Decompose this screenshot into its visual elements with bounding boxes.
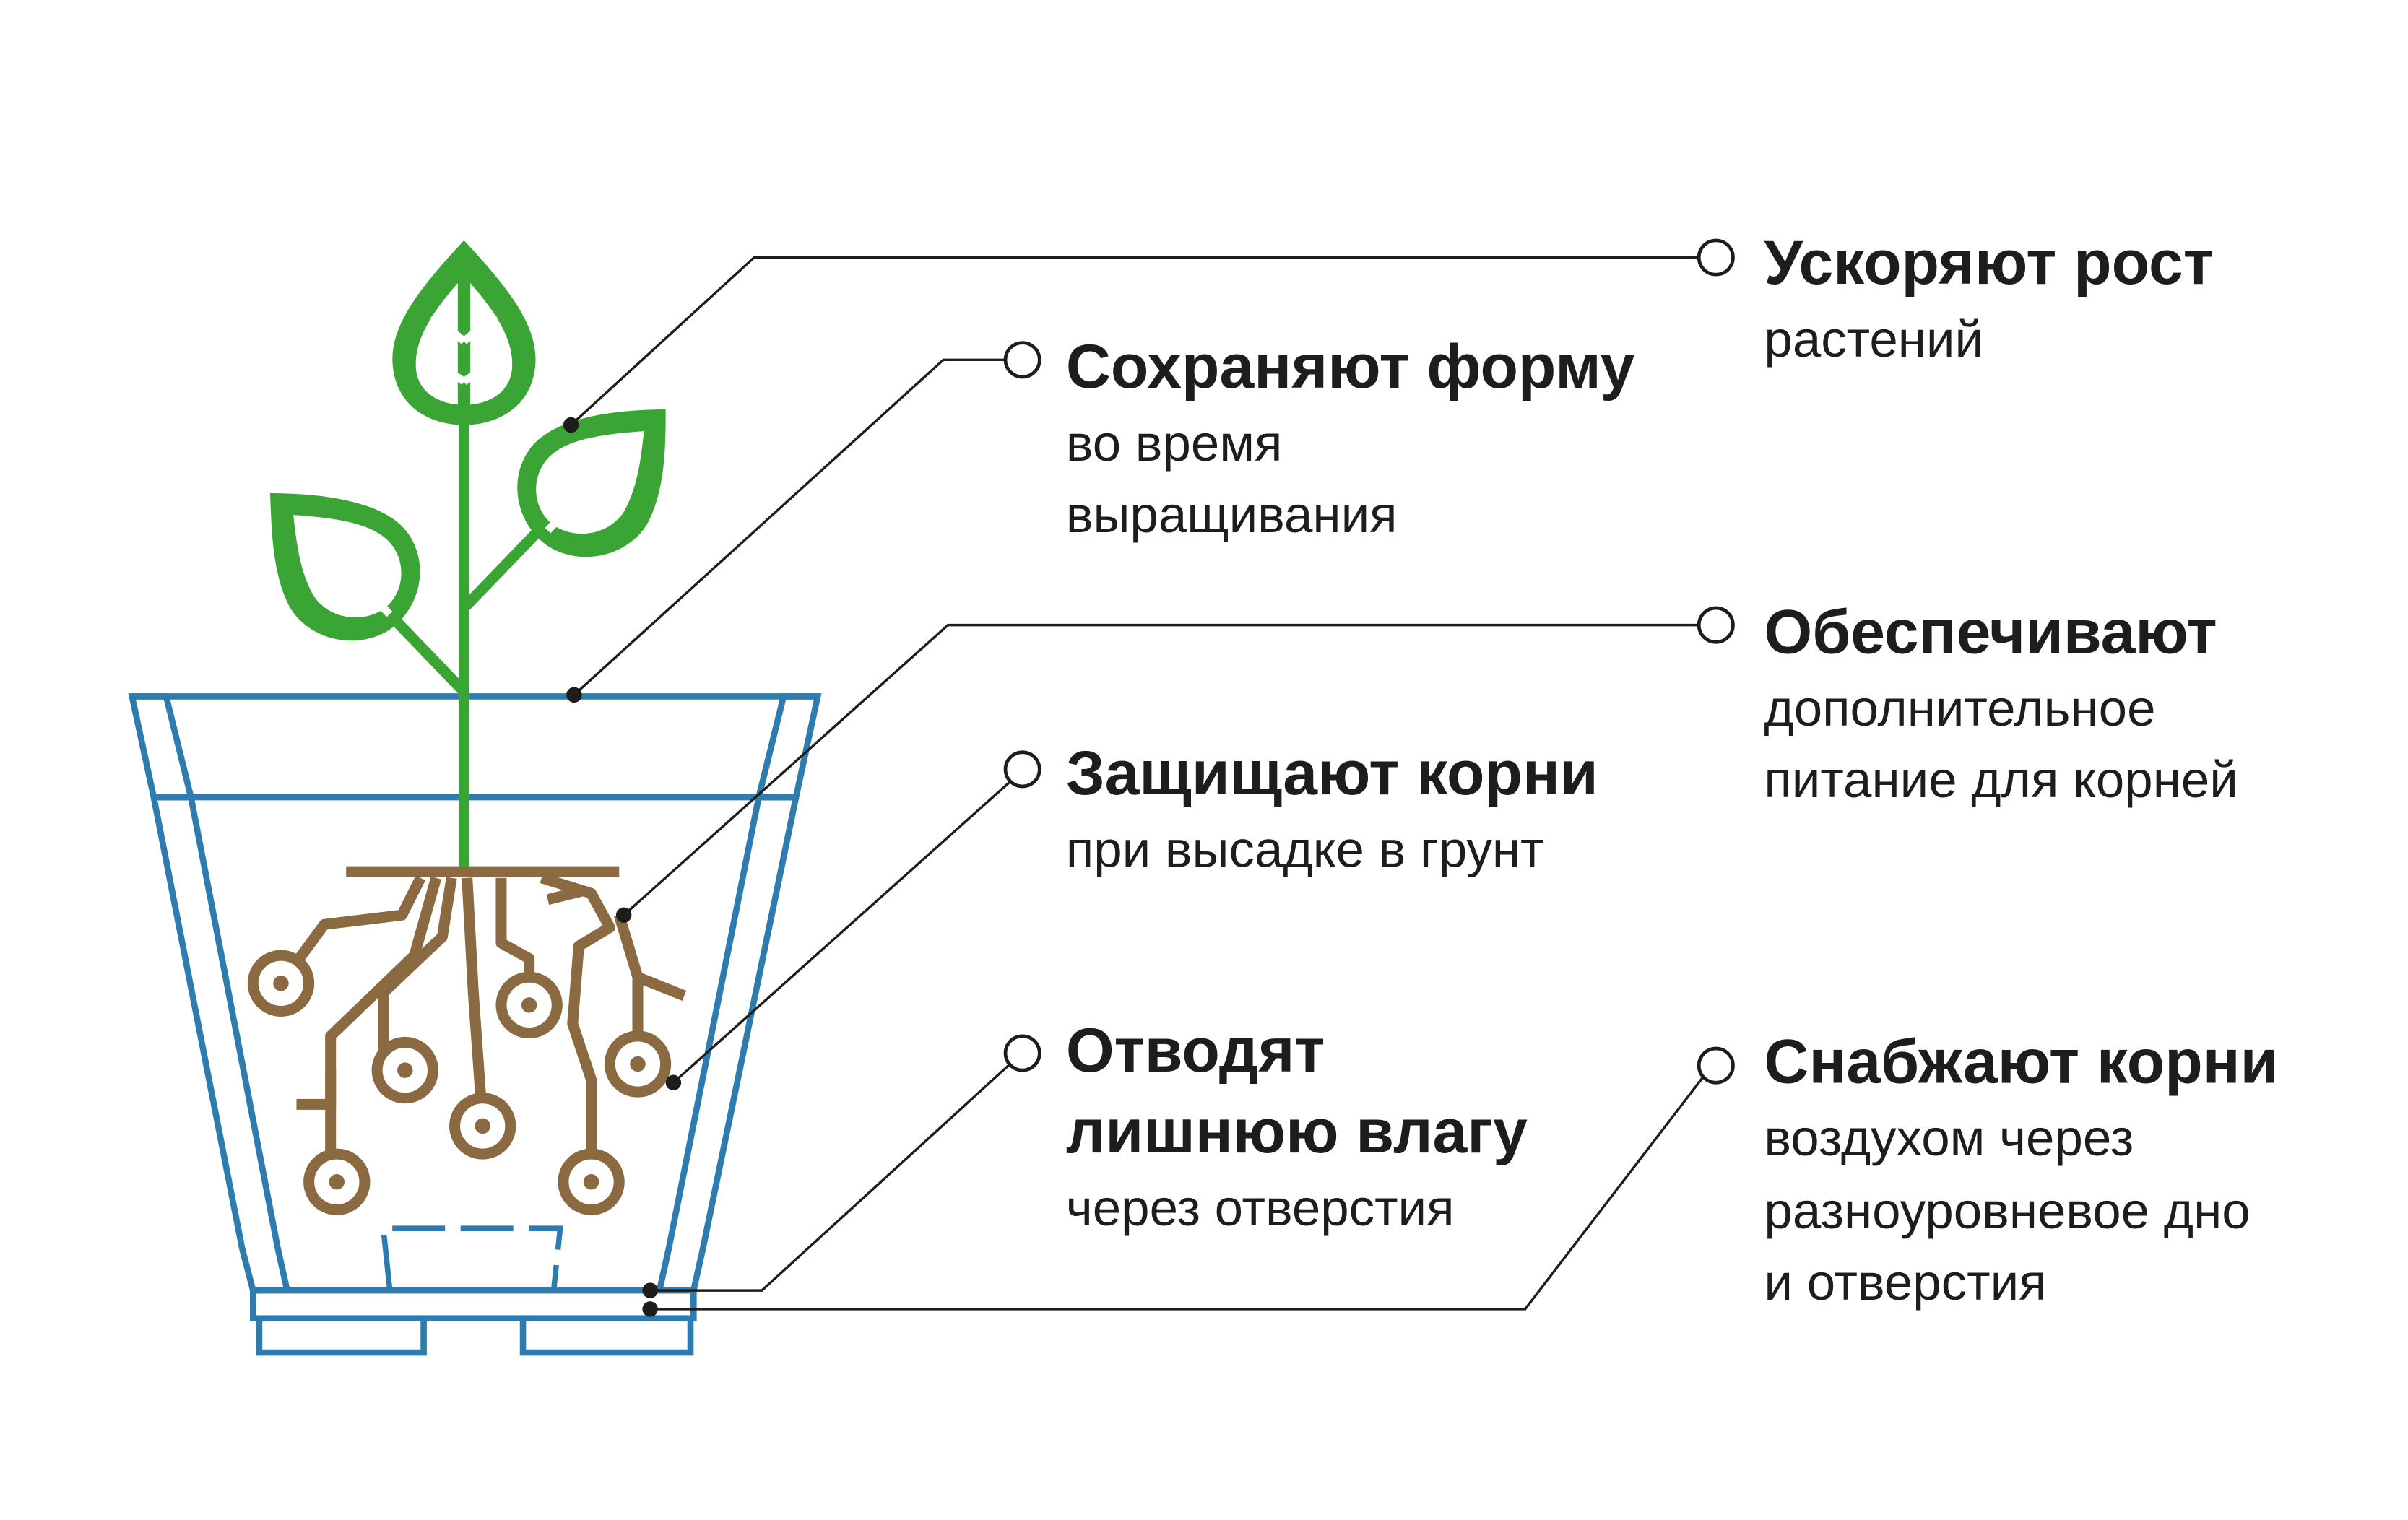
leader-ring-drain-moisture	[1003, 1034, 1041, 1072]
leader-drain-moisture	[650, 1063, 1011, 1292]
callout-body: дополнительное	[1764, 680, 2155, 737]
callout-body: растений	[1764, 311, 1983, 368]
callout-title: Сохраняют форму	[1066, 332, 1635, 401]
callout-accelerate-growth: Ускоряют рост растений	[1764, 228, 2213, 368]
pot-floor	[250, 1287, 697, 1322]
callout-body: при высадке в грунт	[1066, 822, 1544, 879]
leader-lines	[563, 238, 1735, 1317]
leader-ring-extra-nutrition	[1697, 606, 1735, 644]
leader-keep-shape	[573, 358, 1004, 696]
callout-title: лишнюю влагу	[1066, 1097, 1528, 1166]
pot-raised-bottom	[380, 1225, 563, 1288]
pot-right-wall	[655, 794, 800, 1294]
leader-anchor-drain-moisture	[642, 1282, 658, 1298]
leader-anchor-supply-air	[642, 1301, 658, 1317]
callout-extra-nutrition: Обеспечивают дополнительное питание для …	[1764, 597, 2238, 809]
pot-illustration	[128, 693, 822, 1356]
plant-illustration	[247, 240, 687, 1215]
leader-anchor-keep-shape	[566, 687, 582, 703]
callout-title: Обеспечивают	[1764, 597, 2217, 666]
leader-ring-supply-air	[1697, 1046, 1735, 1085]
right-leaf-icon	[517, 409, 666, 557]
pot-rim-left-wall	[128, 693, 195, 801]
callout-body: питание для корней	[1764, 752, 2238, 809]
callout-supply-air: Снабжают корни воздухом через разноуровн…	[1764, 1027, 2278, 1311]
plant-branch-right	[460, 517, 552, 612]
left-leaf-icon	[269, 493, 420, 641]
callout-body: воздухом через	[1764, 1110, 2134, 1167]
leader-ring-keep-shape	[1003, 341, 1041, 379]
callout-keep-shape: Сохраняют форму во время выращивания	[1066, 332, 1635, 544]
callout-drain-moisture: Отводят лишнюю влагу через отверстия	[1066, 1016, 1528, 1237]
leader-protect-roots	[672, 781, 1011, 1084]
leader-ring-accelerate-growth	[1697, 238, 1735, 277]
leader-accelerate-growth	[570, 256, 1699, 426]
callout-title: Отводят	[1066, 1016, 1325, 1085]
leader-anchor-extra-nutrition	[615, 907, 632, 924]
callout-body: через отверстия	[1066, 1180, 1455, 1237]
top-leaf-icon	[392, 240, 536, 425]
leader-supply-air	[650, 1075, 1705, 1311]
callout-title: Защищают корни	[1066, 739, 1598, 808]
callout-title: Ускоряют рост	[1764, 228, 2213, 298]
leader-ring-protect-roots	[1003, 750, 1041, 789]
callout-body: и отверстия	[1764, 1254, 2046, 1311]
pot-left-wall	[150, 794, 291, 1294]
pot-foot-left	[256, 1318, 427, 1356]
plant-branch-left	[382, 607, 468, 696]
roots-illustration	[247, 866, 687, 1215]
callout-title: Снабжают корни	[1764, 1027, 2278, 1096]
callout-body: разноуровневое дно	[1764, 1183, 2250, 1240]
leader-extra-nutrition	[623, 623, 1699, 916]
callout-body: во время	[1066, 415, 1283, 472]
leader-anchor-accelerate-growth	[563, 417, 579, 433]
leader-anchor-protect-roots	[665, 1074, 682, 1091]
callout-body: выращивания	[1066, 487, 1398, 544]
callout-protect-roots: Защищают корни при высадке в грунт	[1066, 739, 1598, 879]
pot-rim-right-wall	[755, 693, 822, 801]
pot-foot-right	[519, 1318, 694, 1356]
